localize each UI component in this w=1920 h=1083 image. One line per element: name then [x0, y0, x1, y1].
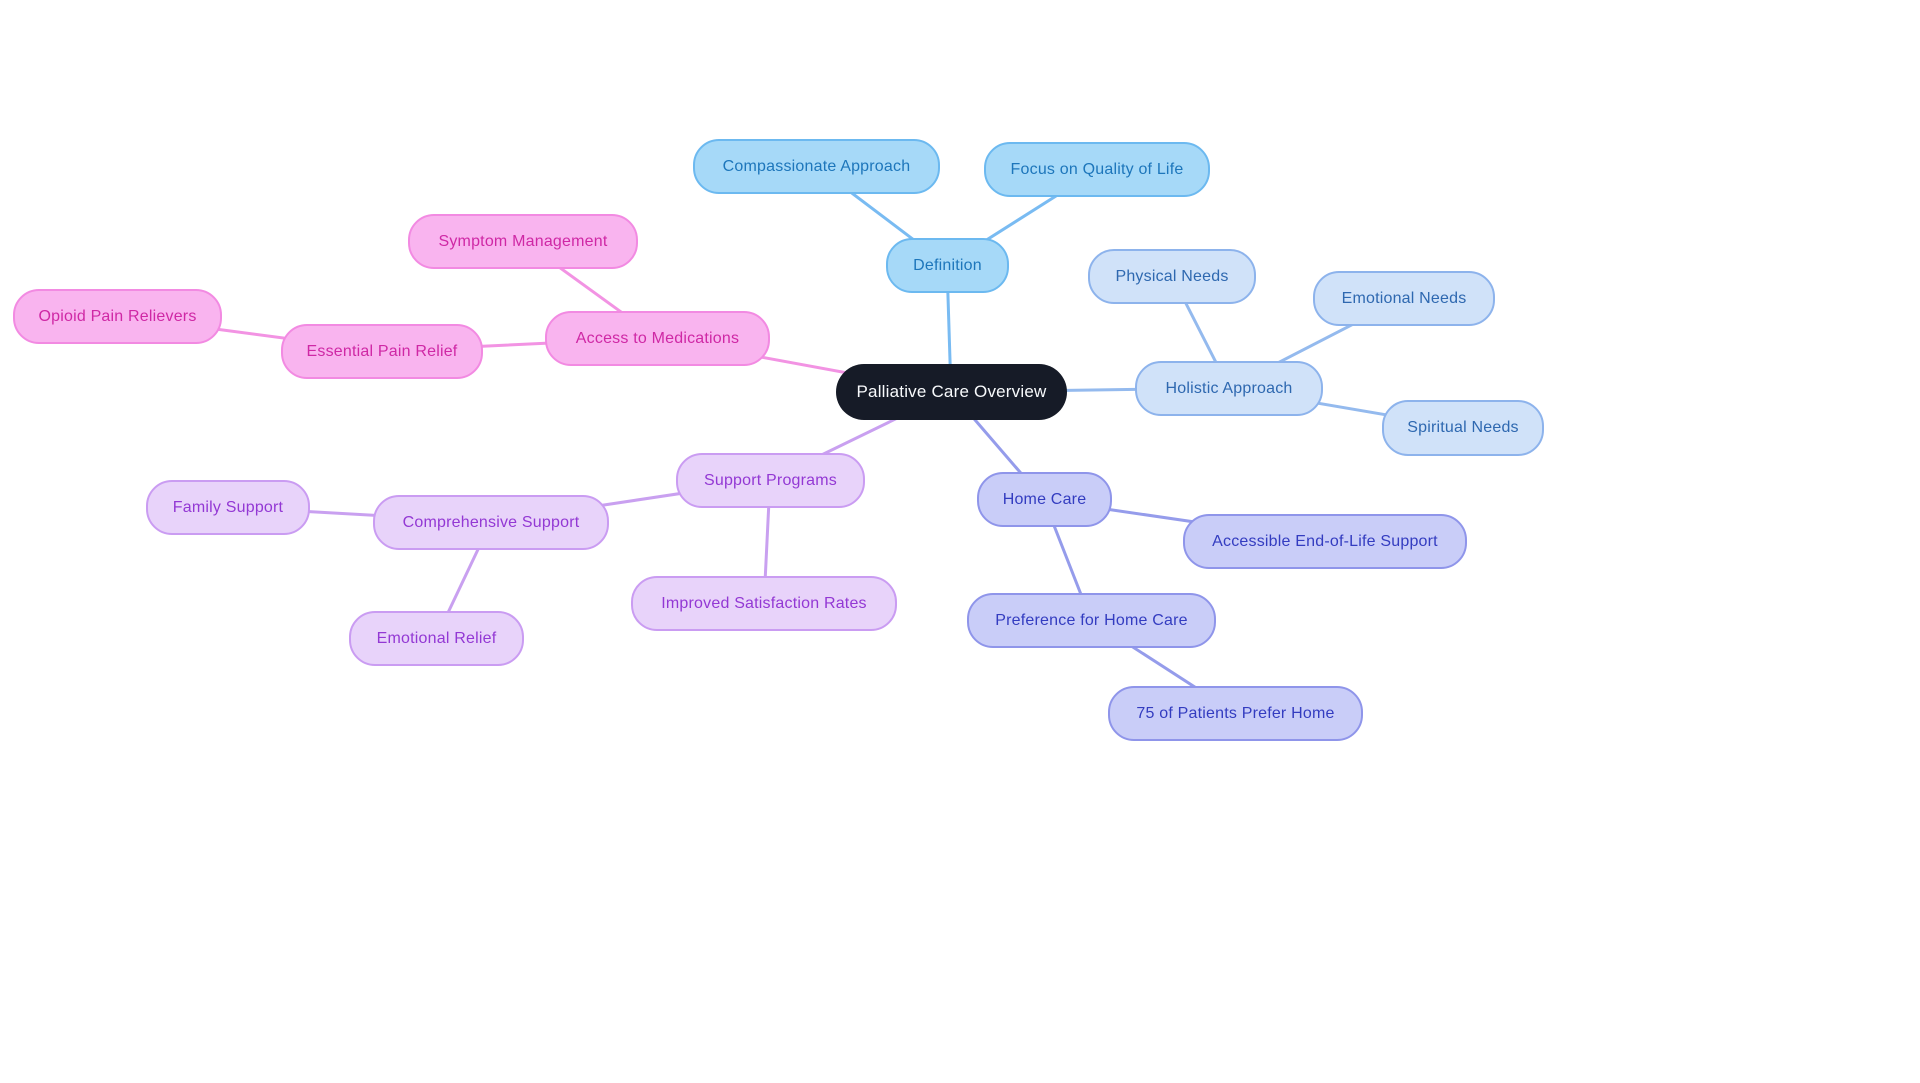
node-support-programs[interactable]: Support Programs	[676, 453, 865, 508]
node-comprehensive-support[interactable]: Comprehensive Support	[373, 495, 609, 550]
node-emotional-relief[interactable]: Emotional Relief	[349, 611, 524, 666]
node-opioid-pain-relievers[interactable]: Opioid Pain Relievers	[13, 289, 222, 344]
node-accessible-end-of-life-support[interactable]: Accessible End-of-Life Support	[1183, 514, 1467, 569]
node-preference-for-home-care[interactable]: Preference for Home Care	[967, 593, 1216, 648]
node-essential-pain-relief[interactable]: Essential Pain Relief	[281, 324, 483, 379]
node-physical-needs[interactable]: Physical Needs	[1088, 249, 1256, 304]
node-emotional-needs[interactable]: Emotional Needs	[1313, 271, 1495, 326]
node-focus-on-quality-of-life[interactable]: Focus on Quality of Life	[984, 142, 1210, 197]
node-symptom-management[interactable]: Symptom Management	[408, 214, 638, 269]
node-compassionate-approach[interactable]: Compassionate Approach	[693, 139, 940, 194]
node-spiritual-needs[interactable]: Spiritual Needs	[1382, 400, 1544, 456]
node-75-of-patients-prefer-home[interactable]: 75 of Patients Prefer Home	[1108, 686, 1363, 741]
node-improved-satisfaction-rates[interactable]: Improved Satisfaction Rates	[631, 576, 897, 631]
node-definition[interactable]: Definition	[886, 238, 1009, 293]
node-palliative-care-overview[interactable]: Palliative Care Overview	[836, 364, 1067, 420]
node-holistic-approach[interactable]: Holistic Approach	[1135, 361, 1323, 416]
node-home-care[interactable]: Home Care	[977, 472, 1112, 527]
node-family-support[interactable]: Family Support	[146, 480, 310, 535]
node-access-to-medications[interactable]: Access to Medications	[545, 311, 770, 366]
